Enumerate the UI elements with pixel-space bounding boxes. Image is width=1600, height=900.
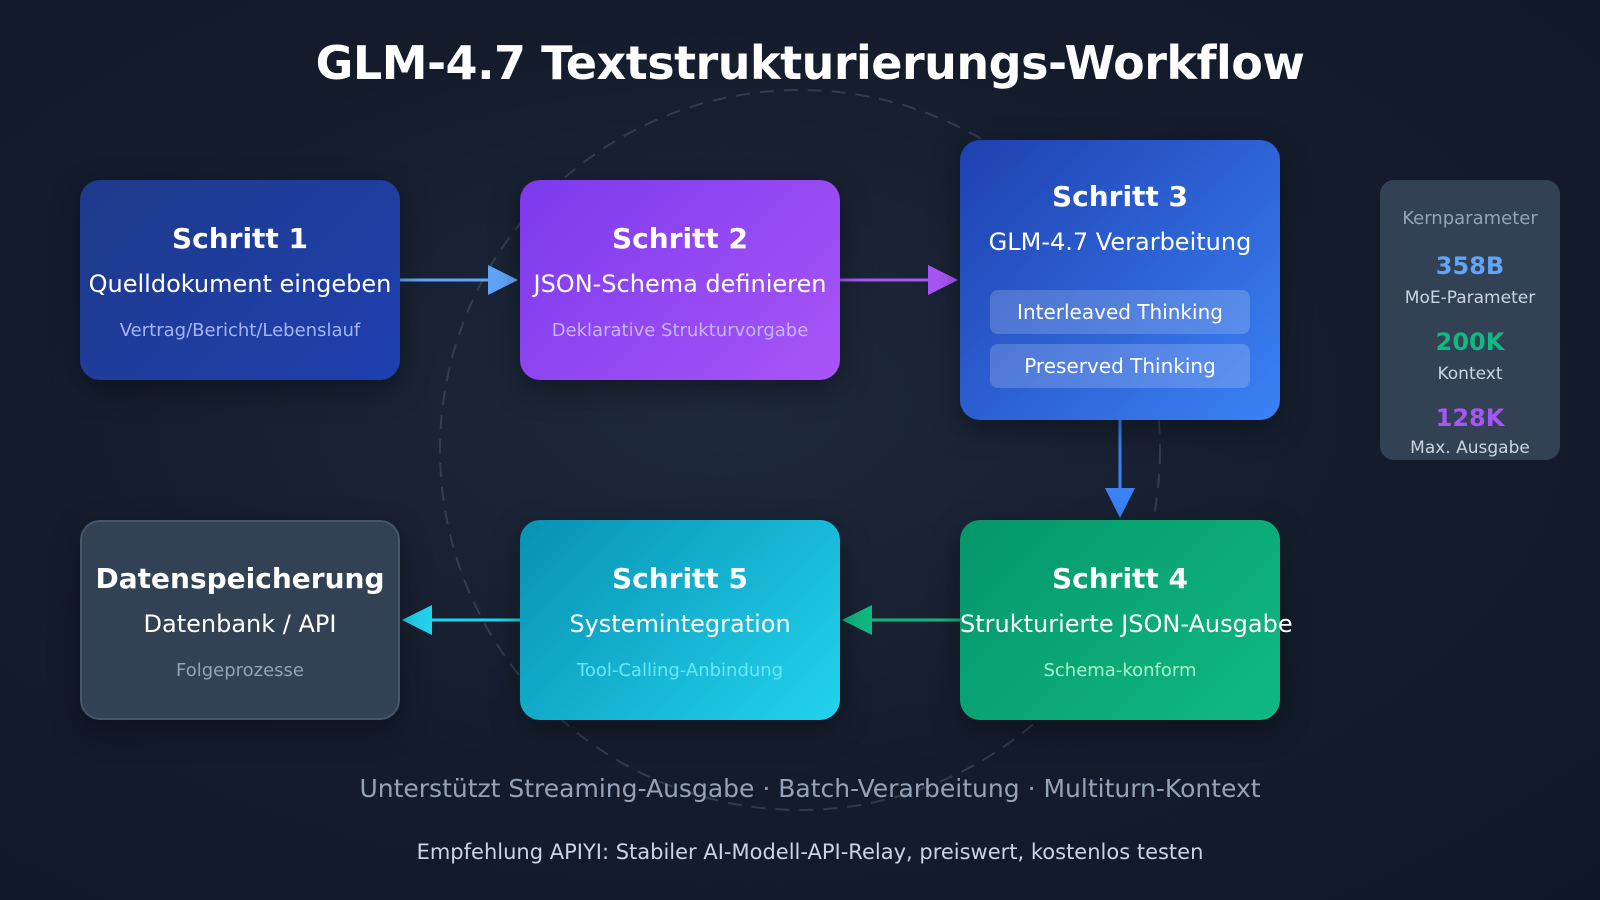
step-1-detail: Vertrag/Bericht/Lebenslauf — [119, 320, 361, 341]
step-5-subtitle: Systemintegration — [569, 610, 791, 638]
background-dashed-circle — [439, 89, 1161, 811]
step-4-heading: Schritt 4 — [1051, 562, 1189, 595]
core-parameters-panel: Kernparameter 358B MoE-Parameter 200K Ko… — [1380, 180, 1560, 460]
step-2-box: Schritt 2 JSON-Schema definieren Deklara… — [520, 180, 840, 380]
step-5-detail: Tool-Calling-Anbindung — [576, 660, 784, 681]
param-value-max-output: 128K — [1435, 404, 1505, 432]
data-storage-box: Datenspeicherung Datenbank / API Folgepr… — [80, 520, 400, 720]
feature-pill-preserved-thinking: Preserved Thinking — [990, 344, 1250, 388]
page-title: GLM-4.7 Textstrukturierungs-Workflow — [315, 36, 1305, 90]
storage-heading: Datenspeicherung — [95, 562, 385, 595]
param-value-moe: 358B — [1435, 252, 1505, 280]
param-label-moe: MoE-Parameter — [1404, 288, 1536, 308]
storage-detail: Folgeprozesse — [175, 660, 305, 681]
step-5-box: Schritt 5 Systemintegration Tool-Calling… — [520, 520, 840, 720]
step-4-box: Schritt 4 Strukturierte JSON-Ausgabe Sch… — [960, 520, 1293, 720]
step-2-detail: Deklarative Strukturvorgabe — [551, 320, 809, 341]
step-5-heading: Schritt 5 — [611, 562, 749, 595]
param-label-max-output: Max. Ausgabe — [1410, 438, 1530, 458]
step-3-subtitle: GLM-4.7 Verarbeitung — [988, 228, 1252, 256]
step-4-subtitle: Strukturierte JSON-Ausgabe — [960, 610, 1293, 638]
step-3-box: Schritt 3 GLM-4.7 Verarbeitung Interleav… — [960, 140, 1280, 420]
param-label-context: Kontext — [1437, 364, 1503, 384]
step-1-heading: Schritt 1 — [171, 222, 309, 255]
step-4-detail: Schema-konform — [1043, 660, 1197, 681]
promo-footer: Empfehlung APIYI: Stabiler AI-Modell-API… — [416, 840, 1204, 864]
feature-pill-interleaved-thinking: Interleaved Thinking — [990, 290, 1250, 334]
param-value-context: 200K — [1435, 328, 1505, 356]
storage-subtitle: Datenbank / API — [143, 610, 337, 638]
params-title: Kernparameter — [1402, 208, 1538, 229]
step-1-subtitle: Quelldokument eingeben — [88, 270, 392, 298]
step-2-heading: Schritt 2 — [611, 222, 749, 255]
step-3-heading: Schritt 3 — [1051, 180, 1189, 213]
features-footer: Unterstützt Streaming-Ausgabe · Batch-Ve… — [359, 774, 1261, 803]
step-1-box: Schritt 1 Quelldokument eingeben Vertrag… — [80, 180, 400, 380]
step-2-subtitle: JSON-Schema definieren — [533, 270, 827, 298]
